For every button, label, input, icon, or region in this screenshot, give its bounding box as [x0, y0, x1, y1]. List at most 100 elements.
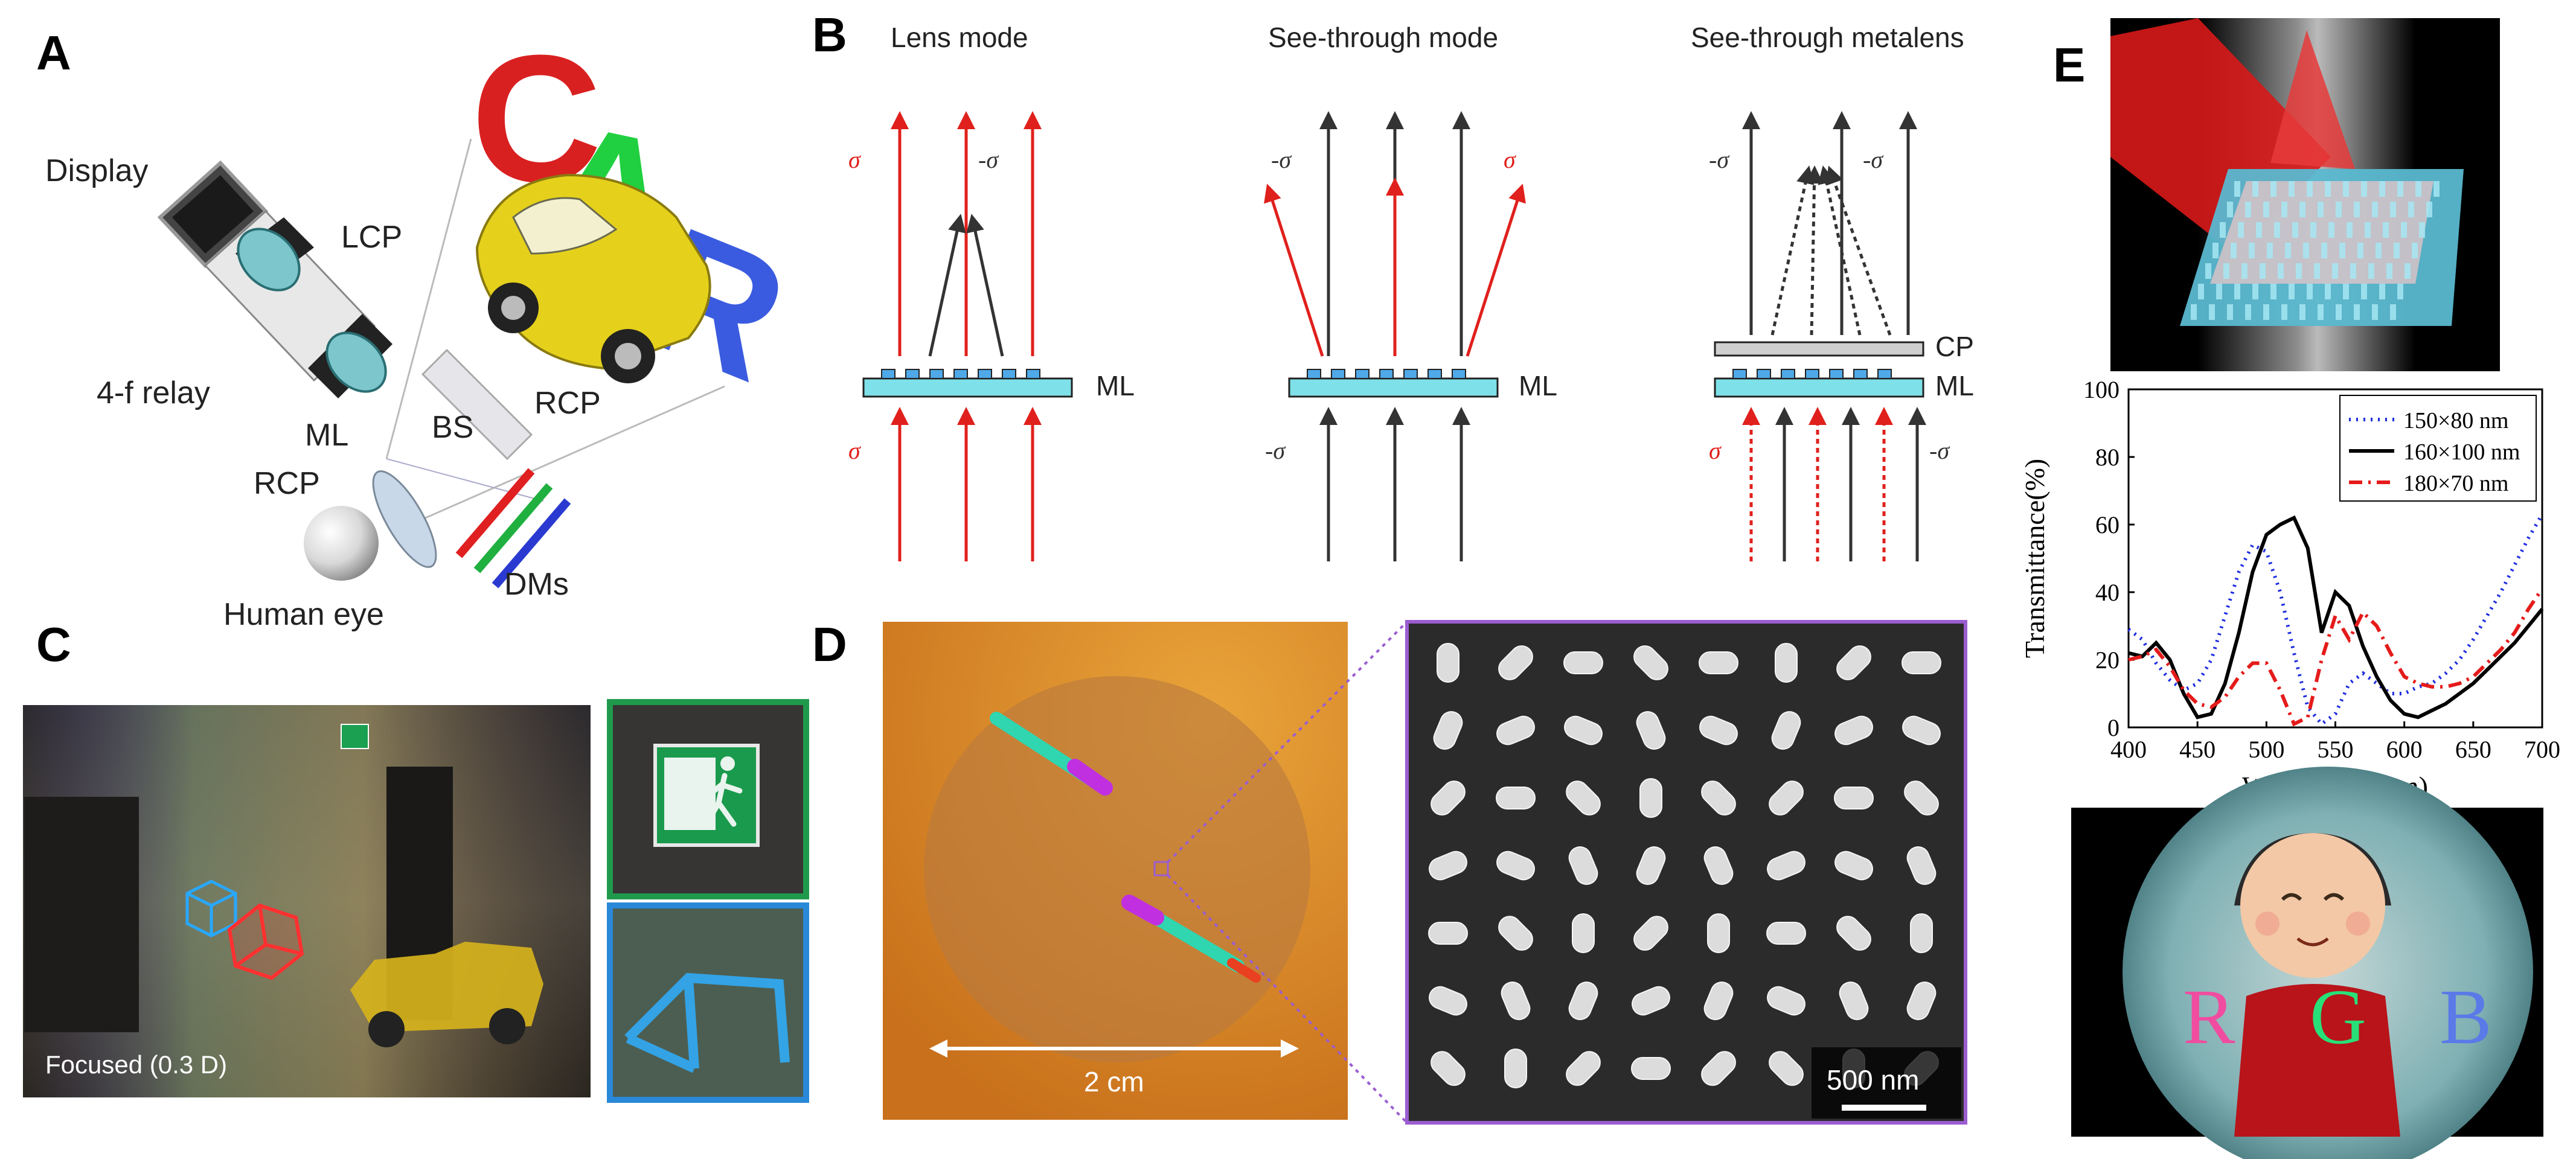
pillar	[2260, 263, 2266, 279]
x-tick-label: 500	[2248, 736, 2284, 763]
pillar	[2412, 243, 2418, 258]
sigma-lens-bottom: σ	[848, 437, 861, 464]
pillar	[2379, 284, 2385, 299]
sigma-metalens-bottom: σ	[1709, 437, 1722, 464]
pillar	[2245, 304, 2251, 320]
ml-label-see-through: ML	[1519, 370, 1557, 401]
pillar	[2336, 304, 2342, 320]
lens-mode-diagram: ML σ -σ σ	[848, 111, 1135, 561]
pillar	[2401, 222, 2407, 238]
nanopillar	[1631, 1057, 1671, 1080]
panel-b-title-see-through-mode: See-through mode	[1268, 22, 1498, 53]
figurine	[2234, 833, 2400, 1137]
nanopillar	[1433, 711, 1463, 750]
zoom-line	[1167, 874, 1408, 1124]
dm-blue	[492, 498, 571, 589]
nanopillar	[1834, 851, 1873, 881]
pillar	[2433, 181, 2440, 197]
pillar	[2310, 222, 2316, 238]
nanopillar	[1767, 851, 1805, 881]
neg-sigma-see-through-top: -σ	[1271, 146, 1292, 173]
panel-d-letter: D	[812, 618, 847, 671]
pillar	[2383, 222, 2389, 238]
legend-label: 160×100 nm	[2403, 439, 2520, 465]
label-rcp-right: RCP	[534, 386, 601, 421]
nanopillar	[1496, 851, 1535, 881]
ml-label-lens: ML	[1096, 370, 1135, 401]
pillar	[2285, 243, 2291, 258]
nanopillar	[1431, 781, 1466, 816]
y-tick-label: 0	[2107, 714, 2119, 741]
see-through-mode-diagram: ML -σ σ -σ	[1264, 111, 1557, 561]
pillar	[2267, 243, 2273, 258]
panel-c: C Focused (0.3 D)	[23, 618, 809, 1103]
pillar	[2365, 222, 2371, 238]
letter-r: R	[2183, 974, 2235, 1061]
pillar	[2325, 284, 2331, 299]
pillar	[2307, 181, 2313, 197]
nanopillar	[1701, 781, 1736, 816]
pillar	[2357, 243, 2363, 258]
sigma-see-through-top: σ	[1504, 146, 1516, 173]
nanopillar	[1566, 1051, 1601, 1086]
nanopillar	[1564, 715, 1603, 746]
pillar	[2350, 263, 2356, 279]
panel-b-title-see-through-metalens: See-through metalens	[1691, 22, 1964, 53]
label-lcp: LCP	[341, 220, 402, 255]
x-tick-label: 600	[2386, 736, 2423, 763]
metalens-substrate	[1288, 377, 1499, 398]
pillar	[2379, 181, 2385, 197]
nanopillar	[1836, 916, 1871, 951]
pillar	[2299, 202, 2305, 217]
cp-plate	[1714, 341, 1924, 357]
nanopillar	[1775, 643, 1798, 683]
ml-plate	[372, 470, 437, 568]
nanopillar	[1496, 787, 1536, 809]
pillar	[2368, 263, 2374, 279]
pillar	[2249, 243, 2255, 258]
human-eye-sphere	[304, 506, 379, 581]
pillar	[2191, 304, 2197, 320]
nanopillar	[1632, 986, 1670, 1016]
pillar	[2238, 222, 2244, 238]
pillar	[2252, 181, 2258, 197]
pillar	[2314, 263, 2320, 279]
focus-caption: Focused (0.3 D)	[45, 1050, 227, 1079]
y-tick-label: 40	[2095, 579, 2119, 606]
pillar	[2328, 222, 2334, 238]
cone-line	[385, 138, 472, 459]
pillar	[2227, 202, 2233, 217]
nanopillar	[1431, 1051, 1466, 1086]
pillar	[2336, 202, 2342, 217]
pillar	[2270, 181, 2276, 197]
dm-green	[473, 483, 553, 573]
metasurface-render	[2110, 18, 2500, 371]
y-tick-label: 80	[2095, 444, 2119, 471]
pillar	[2372, 202, 2378, 217]
cone-line	[422, 385, 725, 520]
series-line-1	[2127, 513, 2544, 727]
pillar	[2321, 243, 2327, 258]
pillar	[2332, 263, 2338, 279]
panel-b-letter: B	[812, 8, 847, 62]
y-tick-label: 60	[2095, 511, 2119, 538]
nanopillar	[1834, 787, 1874, 809]
pillar	[2209, 304, 2215, 320]
legend-label: 180×70 nm	[2403, 471, 2509, 496]
nanopillar	[1703, 846, 1734, 885]
label-rcp-left: RCP	[254, 466, 320, 501]
pillar	[2263, 304, 2269, 320]
nanopillar	[1834, 715, 1873, 746]
pillar	[2292, 222, 2298, 238]
nanopillar	[1633, 916, 1668, 951]
label-dms: DMs	[504, 567, 569, 602]
nanopillar	[1429, 986, 1467, 1016]
pillar	[2405, 263, 2411, 279]
nanopillar	[1437, 643, 1459, 683]
nanopillar	[1568, 982, 1598, 1020]
nanopillar	[1639, 778, 1662, 818]
nanopillar	[1703, 982, 1734, 1020]
toy-car	[475, 173, 711, 383]
pillar	[2408, 202, 2414, 217]
